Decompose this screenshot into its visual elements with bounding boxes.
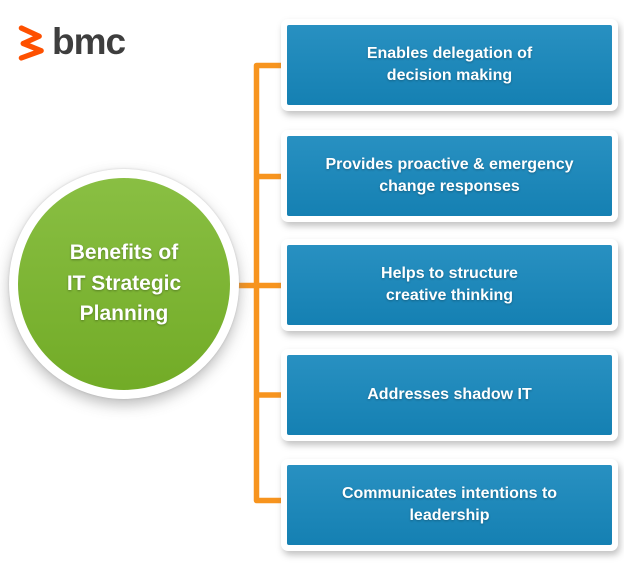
node-box-fill: Enables delegation of decision making: [287, 25, 612, 105]
hub-label: Benefits of IT Strategic Planning: [66, 241, 182, 326]
bmc-chevrons-icon: [18, 25, 44, 61]
node-box-fill: Communicates intentions to leadership: [287, 465, 612, 545]
node-label: Addresses shadow IT: [367, 386, 532, 404]
node-box-structure-thinking: Helps to structure creative thinking: [281, 239, 618, 331]
bmc-logo-text: bmc: [52, 20, 126, 62]
node-box-enables-delegation: Enables delegation of decision making: [281, 19, 618, 111]
node-label: Communicates intentions to leadership: [341, 485, 558, 524]
node-label: Enables delegation of decision making: [366, 45, 533, 84]
node-label: Helps to structure creative thinking: [381, 265, 518, 304]
node-box-fill: Helps to structure creative thinking: [287, 245, 612, 325]
node-box-fill: Provides proactive & emergency change re…: [287, 136, 612, 216]
bmc-logo: bmc: [18, 20, 126, 62]
node-label: Provides proactive & emergency change re…: [325, 156, 574, 195]
hub-circle: Benefits of IT Strategic Planning: [9, 169, 239, 399]
trunk-line: [253, 62, 288, 504]
node-box-proactive-emergency: Provides proactive & emergency change re…: [281, 130, 618, 222]
node-box-shadow-it: Addresses shadow IT: [281, 349, 618, 441]
node-box-communicates-intentions: Communicates intentions to leadership: [281, 459, 618, 551]
node-box-fill: Addresses shadow IT: [287, 355, 612, 435]
